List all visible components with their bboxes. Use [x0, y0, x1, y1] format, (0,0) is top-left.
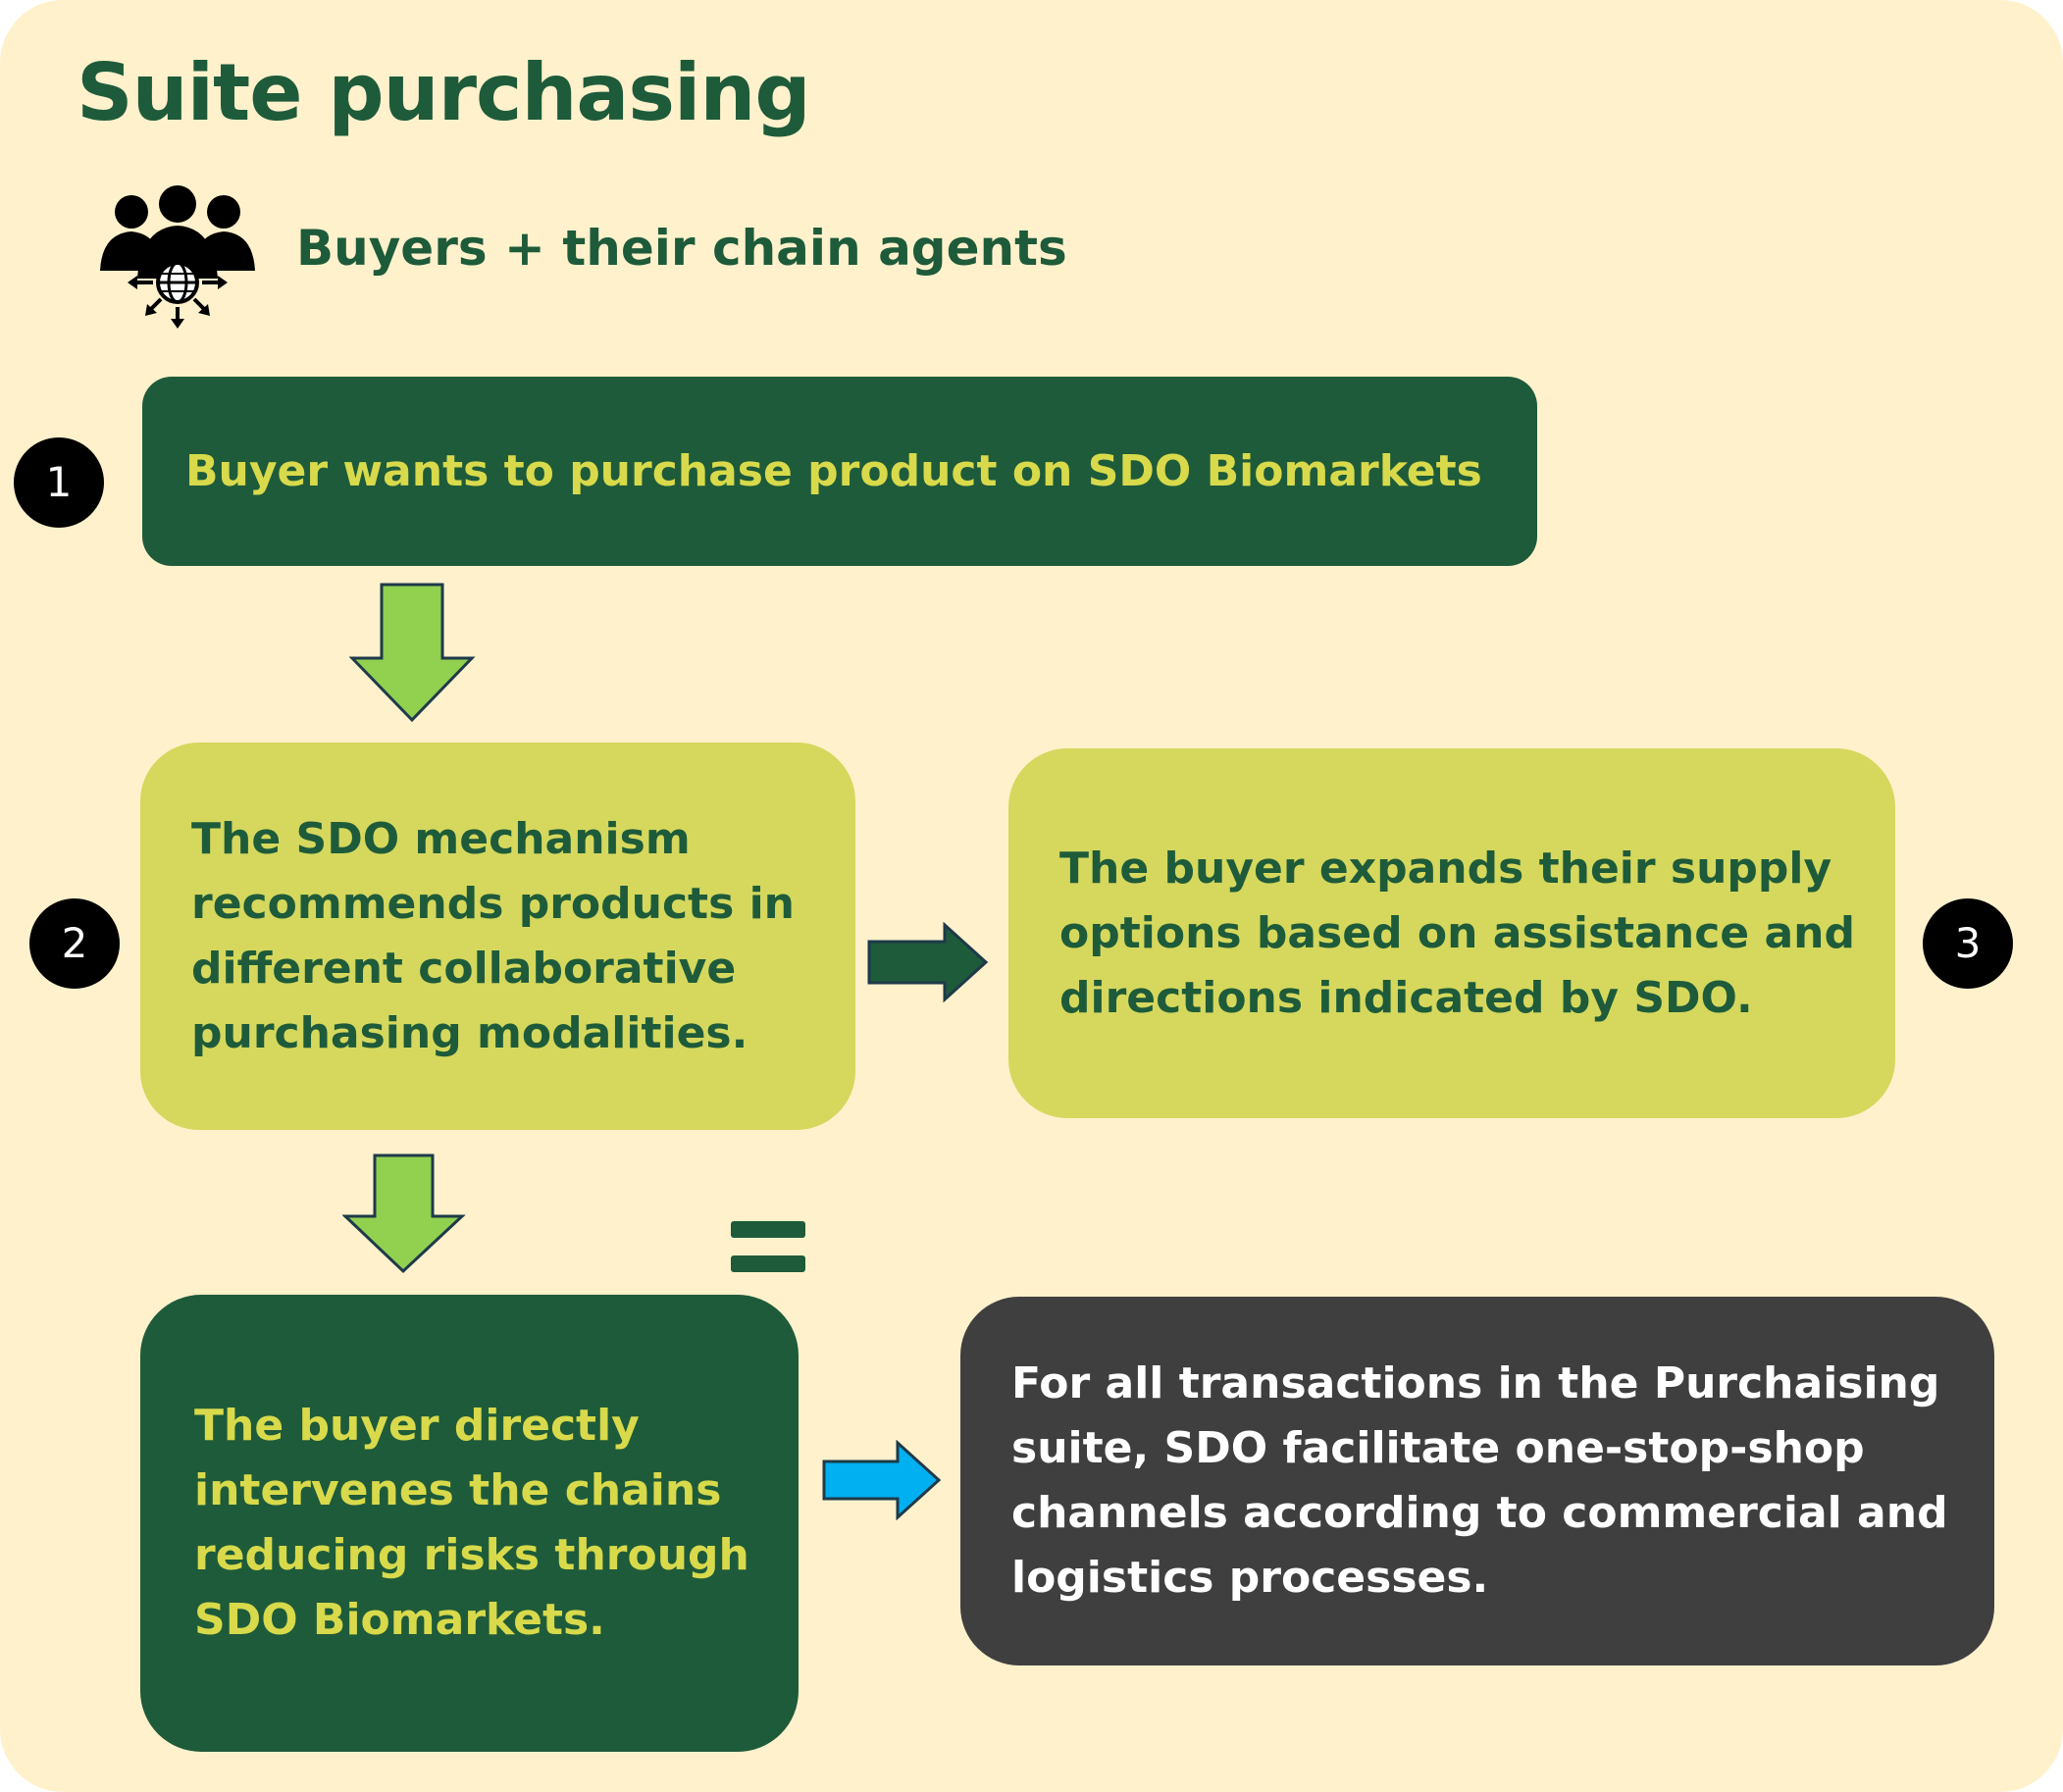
step-3-text: The buyer expands their supply options b…	[1059, 843, 1855, 1023]
right-arrow-icon	[822, 1440, 942, 1520]
right-arrow-icon	[867, 922, 989, 1002]
people-globe-network-icon	[100, 185, 255, 329]
equals-sign-icon	[731, 1255, 805, 1272]
down-arrow-icon	[349, 583, 476, 723]
step-3-box: The buyer expands their supply options b…	[1008, 748, 1895, 1118]
subtitle: Buyers + their chain agents	[296, 220, 1067, 277]
step-2-box: The SDO mechanism recommends products in…	[140, 742, 855, 1130]
page-title: Suite purchasing	[77, 47, 811, 138]
step-1-badge: 1	[14, 437, 104, 528]
step-3-badge: 3	[1923, 898, 2013, 989]
equals-sign-icon	[731, 1221, 805, 1238]
step-2-text: The SDO mechanism recommends products in…	[191, 813, 795, 1058]
step-1-text: Buyer wants to purchase product on SDO B…	[185, 445, 1482, 496]
step-2-badge: 2	[29, 898, 120, 989]
down-arrow-icon	[342, 1153, 466, 1274]
summary-box: For all transactions in the Purchaising …	[960, 1297, 1994, 1665]
summary-text: For all transactions in the Purchaising …	[1011, 1358, 1948, 1603]
outcome-box: The buyer directly intervenes the chains…	[140, 1295, 799, 1752]
outcome-text: The buyer directly intervenes the chains…	[194, 1401, 749, 1645]
step-1-box: Buyer wants to purchase product on SDO B…	[142, 377, 1537, 566]
